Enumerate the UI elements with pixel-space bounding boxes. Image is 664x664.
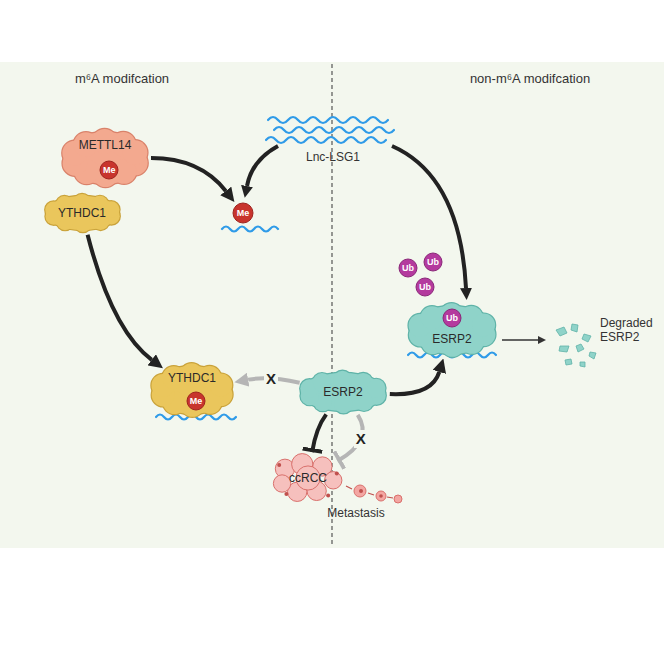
node-label: Ub [446, 313, 458, 324]
mark-circle [187, 392, 205, 410]
inhibition-connector [312, 414, 326, 452]
node-label: Ub [427, 257, 439, 268]
node-label: YTHDC1 [168, 371, 216, 385]
mark-circle [424, 253, 442, 271]
protein-blob: YTHDC1 [44, 194, 121, 232]
text-label: Metastasis [327, 506, 384, 520]
ubiquitin-mark: Ub [442, 308, 462, 328]
rna-strands [156, 117, 496, 420]
degraded-fragments [556, 324, 596, 367]
node-label: ESRP2 [323, 385, 362, 399]
node-label: YTHDC1 [58, 206, 106, 220]
arrow-connector [151, 158, 226, 191]
mark-circle [443, 309, 461, 327]
node-label: Me [190, 396, 203, 407]
rna-strand [266, 137, 386, 143]
tumor-cell [325, 472, 342, 489]
mark-circle [100, 161, 118, 179]
block-mark: X [354, 430, 368, 448]
node-label: ESRP2 [432, 332, 471, 346]
ubiquitin-mark: Ub [398, 258, 418, 278]
lnc-to-methylation-arrow [247, 146, 278, 186]
block-mark: X [264, 370, 278, 388]
lnc-to-esrp2-arrow [392, 146, 466, 288]
blob-part [472, 314, 495, 337]
tumor-cluster: ccRCC [272, 455, 344, 501]
node-label: Me [103, 165, 116, 176]
text-label: m⁶A modifcation [75, 71, 169, 87]
methyl-mark: Me [186, 391, 206, 411]
metastasis-cells [346, 485, 402, 503]
methyl-mark: Me [232, 202, 254, 224]
text-label: Lnc-LSG1 [306, 150, 360, 164]
panel-background [0, 62, 664, 548]
rna-strand [222, 227, 278, 232]
text-label: Degraded ESRP2 [600, 316, 660, 345]
protein-blob: ESRP2 [299, 371, 387, 413]
node-label: ccRCC [289, 471, 327, 485]
cell-nucleus [326, 493, 330, 497]
blob-part [421, 306, 444, 329]
cell-nucleus [277, 463, 281, 467]
mark-circle [416, 278, 434, 296]
node-label: Ub [402, 263, 414, 274]
blob-part [472, 314, 495, 337]
ubiquitin-mark: Ub [423, 252, 443, 272]
blob-part [421, 306, 444, 329]
mark-circle [233, 203, 253, 223]
methyl-mark: Me [99, 160, 119, 180]
protein-blob: YTHDC1Me [151, 364, 233, 416]
tumor-cell [273, 475, 290, 492]
arrow-connector [390, 372, 439, 394]
blob-part [367, 379, 385, 397]
text-label: non-m⁶A modifcation [470, 71, 590, 87]
node-label: Ub [419, 282, 431, 293]
node-label: METTL14 [79, 138, 132, 152]
node-label: Me [237, 208, 250, 219]
mark-circle [399, 259, 417, 277]
arrow-connector [88, 235, 152, 360]
protein-blob: ESRP2 Ub [408, 304, 496, 356]
rna-strand [274, 127, 394, 133]
blob-part [367, 379, 385, 397]
degradation-arrow [502, 339, 538, 341]
protein-blob: METTL14Me [62, 130, 148, 186]
rna-strand [268, 117, 388, 123]
ubiquitin-mark: Ub [415, 277, 435, 297]
cell-nucleus [284, 492, 288, 496]
cell-nucleus [335, 471, 339, 475]
